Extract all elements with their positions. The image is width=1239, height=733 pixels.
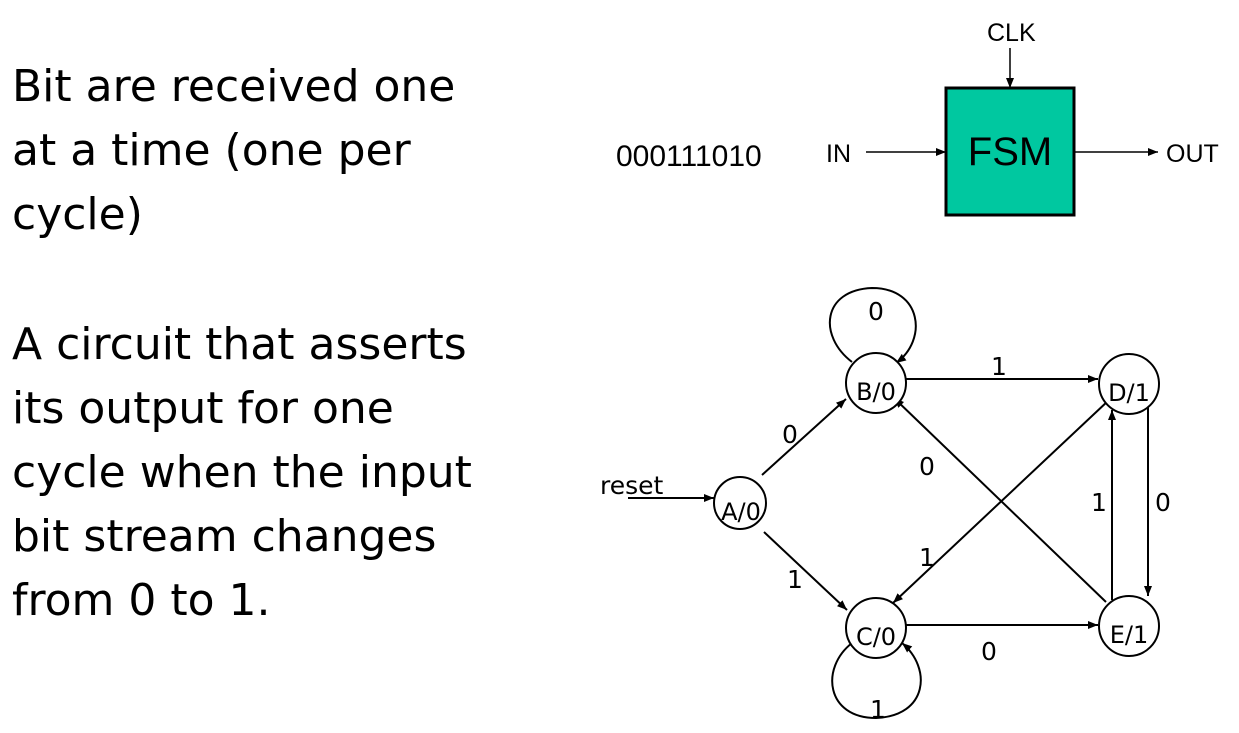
self-loop-b	[828, 286, 917, 364]
description-line: at a time (one per	[12, 125, 411, 176]
description-line: Bit are received one	[12, 61, 456, 112]
state-diagram	[628, 286, 1160, 720]
description-paragraph-1: Bit are received one at a time (one per …	[12, 55, 455, 247]
transition-label-b-d: 1	[991, 352, 1007, 381]
transition-a-c	[763, 531, 848, 611]
clk-label: CLK	[987, 19, 1036, 47]
transition-label-e-d: 1	[1091, 488, 1107, 517]
transition-e-b	[893, 397, 1107, 603]
description-line: bit stream changes	[12, 511, 437, 562]
state-label-d: D/1	[1108, 379, 1150, 407]
bitstream-label: 000111010	[616, 140, 762, 173]
state-a	[713, 476, 767, 530]
transition-label-a-b: 0	[782, 420, 798, 449]
transition-label-d-e: 0	[1155, 488, 1171, 517]
transition-a-b	[761, 398, 847, 476]
state-c	[845, 597, 907, 659]
description-line: cycle)	[12, 189, 143, 240]
transition-label-a-c: 1	[787, 565, 803, 594]
fsm-box	[944, 86, 1076, 217]
state-d	[1098, 353, 1160, 415]
description-line: cycle when the input	[12, 447, 472, 498]
state-label-b: B/0	[856, 378, 896, 406]
state-label-e: E/1	[1110, 621, 1149, 649]
description-line: from 0 to 1.	[12, 575, 271, 626]
fsm-label: FSM	[968, 130, 1052, 174]
state-b	[845, 352, 907, 414]
transition-label-c-c: 1	[870, 695, 886, 724]
self-loop-c	[831, 642, 922, 720]
state-diagram-labels: reset A/0 B/0 C/0 D/1 E/1 0 1 0 1 1 0 1 …	[600, 297, 1171, 724]
transition-label-c-e: 0	[981, 637, 997, 666]
description-line: its output for one	[12, 383, 394, 434]
state-label-c: C/0	[856, 623, 896, 651]
out-label: OUT	[1166, 140, 1219, 168]
transition-label-e-b: 0	[919, 452, 935, 481]
description-paragraph-2: A circuit that asserts its output for on…	[12, 313, 472, 633]
description-line: A circuit that asserts	[12, 319, 467, 370]
state-e	[1098, 595, 1160, 657]
transition-label-d-c: 1	[919, 543, 935, 572]
state-label-a: A/0	[721, 498, 761, 526]
block-diagram: 000111010 IN CLK FSM OUT	[616, 19, 1219, 217]
reset-label: reset	[600, 471, 664, 500]
in-label: IN	[826, 140, 851, 168]
transition-label-b-b: 0	[868, 297, 884, 326]
